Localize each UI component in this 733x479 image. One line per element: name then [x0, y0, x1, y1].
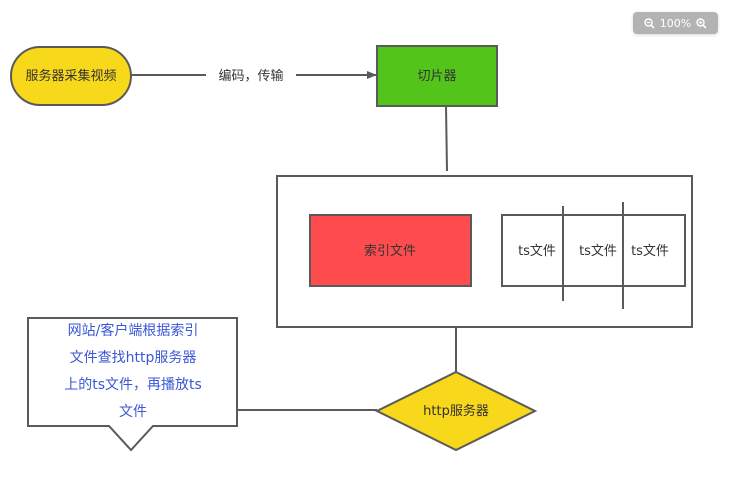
terminator-shape: [10, 46, 132, 106]
slicer-shape: [376, 45, 498, 107]
zoom-in-icon[interactable]: [696, 17, 707, 29]
node-ts-files[interactable]: ts文件 ts文件 ts文件: [501, 202, 686, 309]
note-line-1: 网站/客户端根据索引: [67, 323, 199, 339]
note-line-4: 文件: [119, 404, 147, 420]
node-index-file[interactable]: 索引文件: [309, 214, 472, 287]
edge-label-encode-transmit: 编码，传输: [218, 68, 283, 84]
note-line-2: 文件查找http服务器: [69, 350, 197, 366]
ts-files-shape: [501, 214, 686, 287]
ts-file-1: ts文件: [518, 244, 556, 259]
index-file-shape: [309, 214, 472, 287]
node-capture[interactable]: 服务器采集视频: [10, 46, 132, 106]
note-line-3: 上的ts文件，再播放ts: [64, 377, 202, 393]
ts-file-2: ts文件: [579, 244, 617, 259]
zoom-level: 100%: [659, 16, 692, 30]
edge-capture-to-slicer[interactable]: 编码，传输: [131, 68, 377, 84]
node-slicer[interactable]: 切片器: [376, 45, 498, 107]
node-http-server-label: http服务器: [423, 403, 489, 419]
node-http-server[interactable]: http服务器: [374, 370, 538, 452]
note-callout-text: 网站/客户端根据索引 文件查找http服务器 上的ts文件，再播放ts 文件: [29, 318, 237, 426]
zoom-out-icon[interactable]: [644, 17, 655, 29]
edge-slicer-to-container[interactable]: [445, 105, 448, 172]
note-callout-shape[interactable]: [27, 317, 238, 452]
node-slicer-label: 切片器: [417, 69, 456, 84]
zoom-control: 100%: [633, 12, 718, 34]
diamond-shape: [374, 370, 538, 452]
ts-file-3: ts文件: [631, 244, 669, 259]
node-capture-label: 服务器采集视频: [25, 68, 116, 84]
node-index-file-label: 索引文件: [364, 244, 416, 259]
